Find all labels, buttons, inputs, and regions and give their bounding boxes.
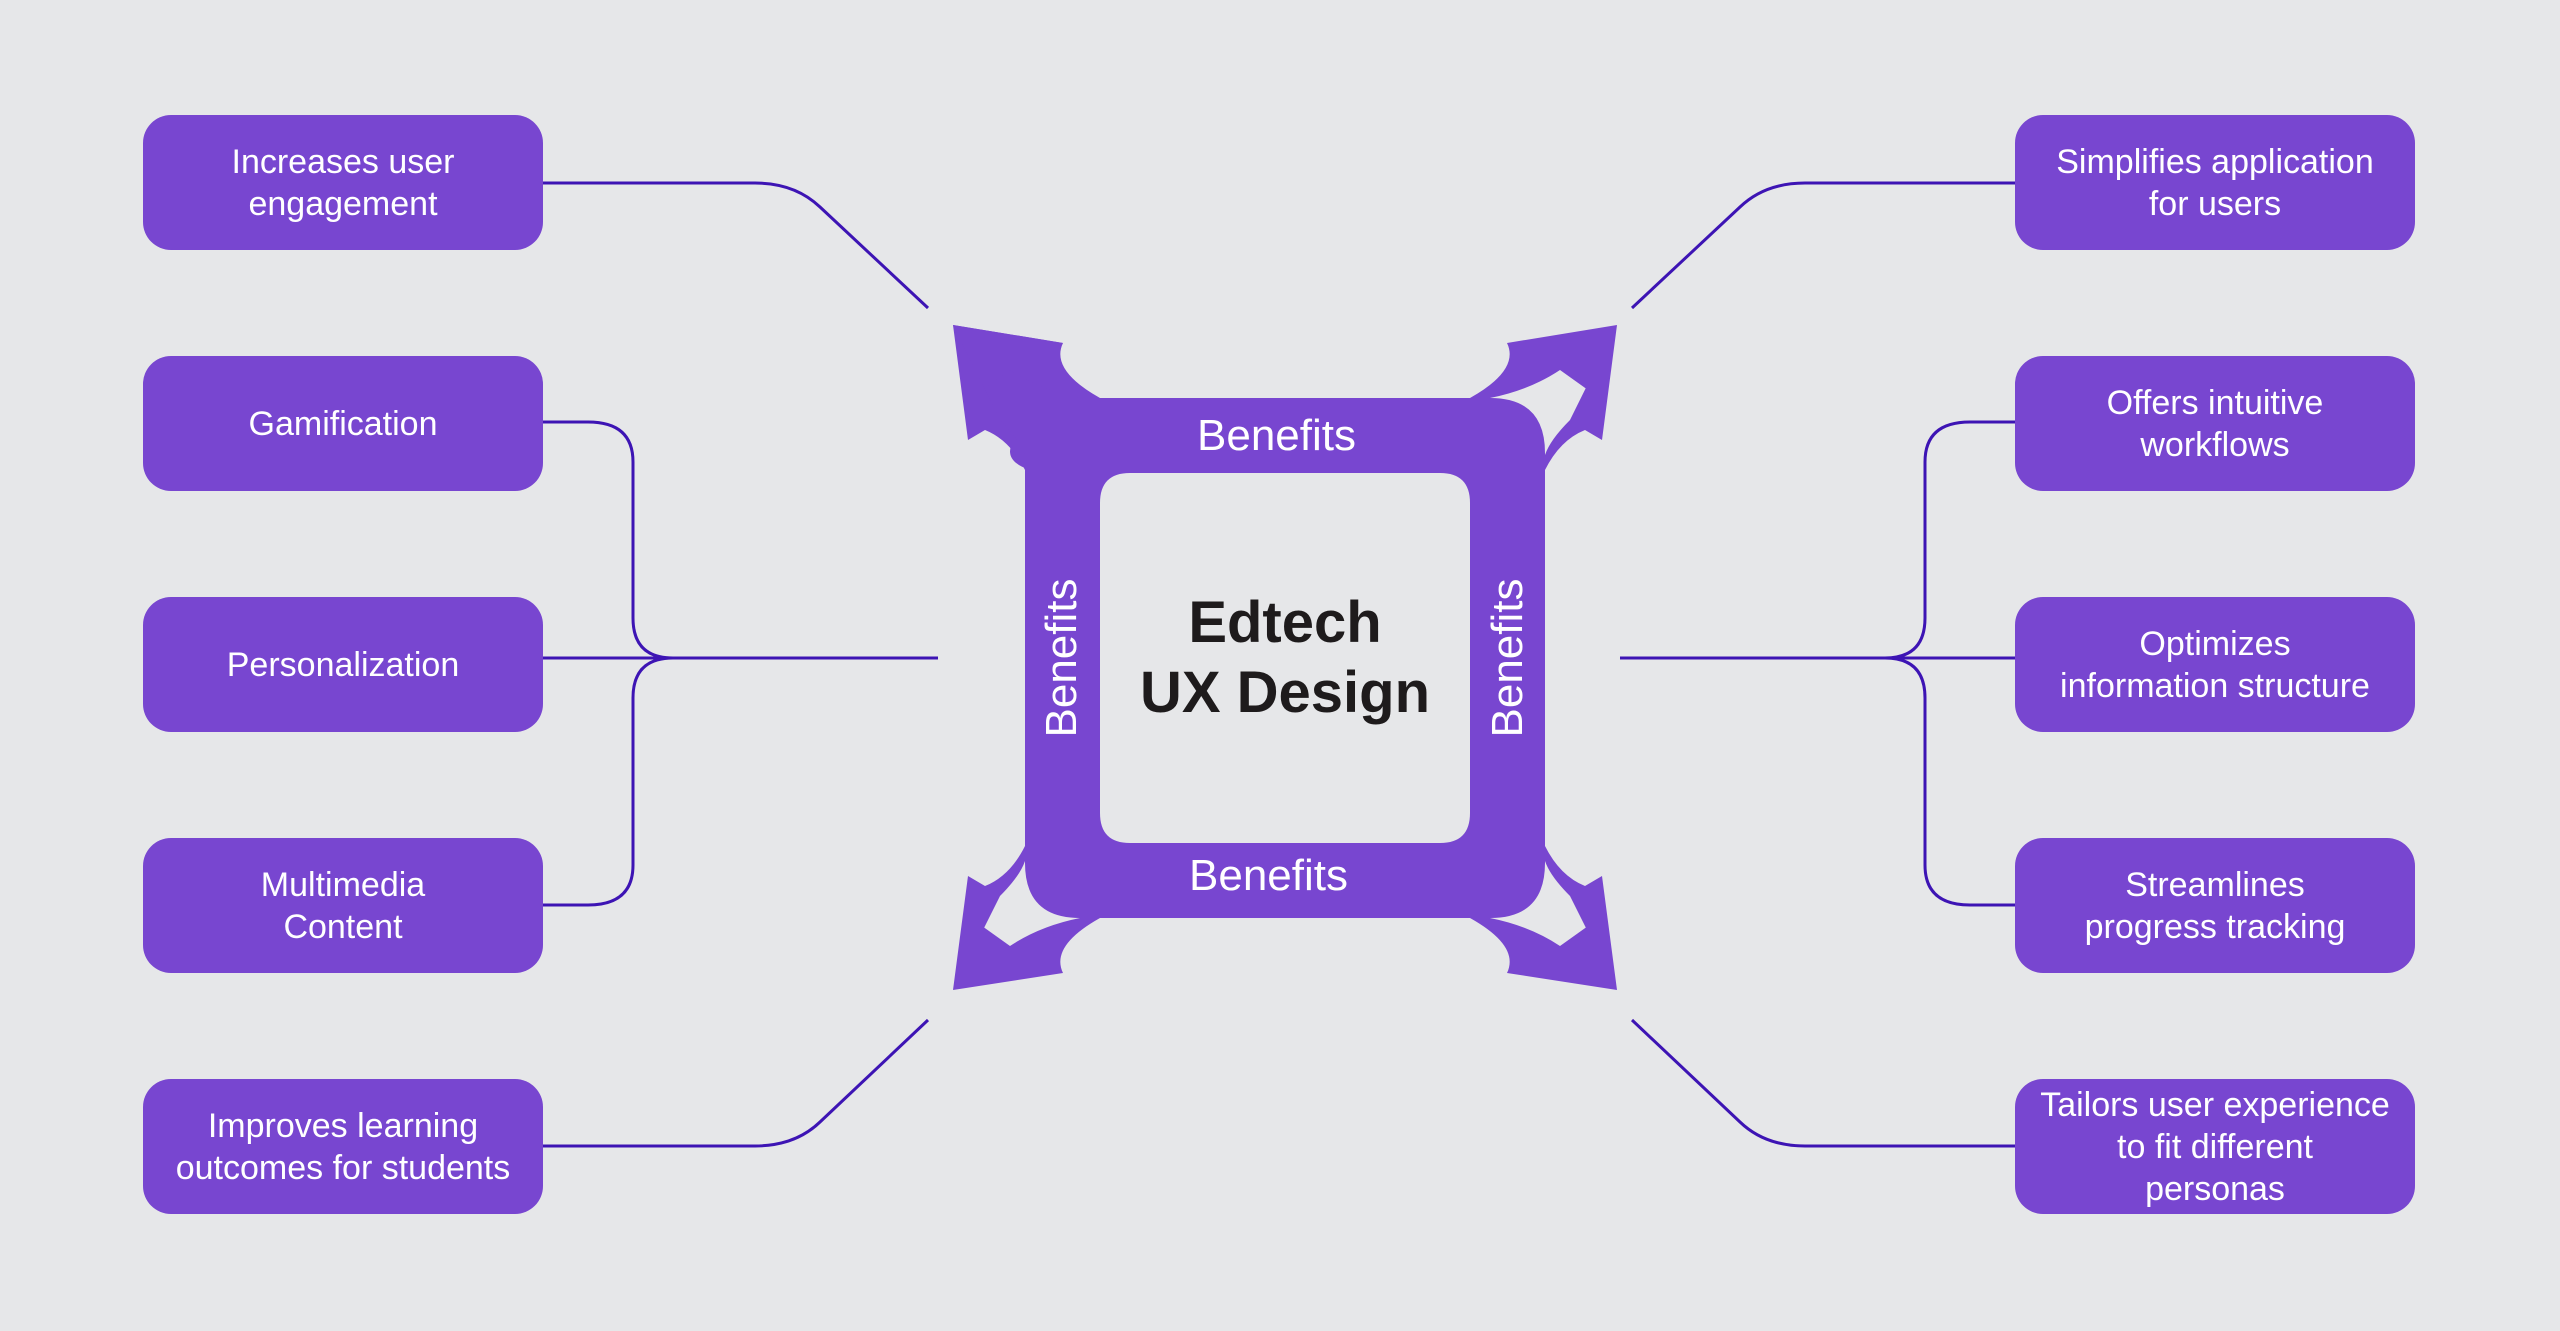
node-text: Gamification bbox=[248, 404, 438, 443]
arrow-top-right bbox=[1470, 325, 1617, 398]
node-text: Improves learning bbox=[207, 1106, 479, 1145]
connector-bottom-right bbox=[1630, 1018, 2015, 1148]
node-text: for users bbox=[2148, 184, 2282, 223]
connector-top-right bbox=[1630, 181, 2015, 310]
connector-lines bbox=[543, 181, 2015, 1148]
node-text: information structure bbox=[2060, 666, 2370, 705]
node-text: personas bbox=[2145, 1169, 2285, 1208]
center-title: Edtech UX Design bbox=[1100, 473, 1470, 843]
connector-right-upper bbox=[1884, 420, 2015, 660]
connector-left-upper bbox=[543, 420, 674, 660]
node-text: outcomes for students bbox=[175, 1148, 511, 1187]
center-title-line2: UX Design bbox=[1139, 660, 1431, 725]
center-title-line1: Edtech bbox=[1188, 590, 1382, 655]
ring-label-left: Benefits bbox=[1037, 578, 1086, 738]
node-text: Streamlines bbox=[2125, 865, 2305, 904]
connector-top-left bbox=[543, 181, 930, 310]
node-text: to fit different bbox=[2117, 1127, 2313, 1166]
node-text: Tailors user experience bbox=[2040, 1085, 2390, 1124]
ring-label-top: Benefits bbox=[1197, 411, 1356, 460]
node-text: Content bbox=[283, 907, 403, 946]
node-text: progress tracking bbox=[2084, 907, 2346, 946]
benefits-ring bbox=[953, 325, 1617, 990]
node-text: Offers intuitive bbox=[2106, 383, 2324, 422]
left-node-gamification: Gamification bbox=[143, 356, 543, 491]
arrow-bottom-left bbox=[953, 918, 1100, 990]
connector-bottom-left bbox=[543, 1018, 930, 1148]
left-node-personalization: Personalization bbox=[143, 597, 543, 732]
ring-label-bottom: Benefits bbox=[1189, 851, 1348, 900]
node-text: Simplifies application bbox=[2056, 142, 2374, 181]
node-text: Personalization bbox=[226, 645, 460, 684]
ring-label-right: Benefits bbox=[1483, 578, 1532, 738]
node-text: Multimedia bbox=[260, 865, 426, 904]
node-text: Increases user bbox=[231, 142, 455, 181]
node-text: workflows bbox=[2140, 425, 2290, 464]
node-text: Optimizes bbox=[2139, 624, 2291, 663]
connector-right-lower bbox=[1884, 656, 2015, 907]
node-text: engagement bbox=[248, 184, 438, 223]
arrow-bottom-right bbox=[1470, 918, 1617, 990]
connector-left-lower bbox=[543, 656, 674, 907]
